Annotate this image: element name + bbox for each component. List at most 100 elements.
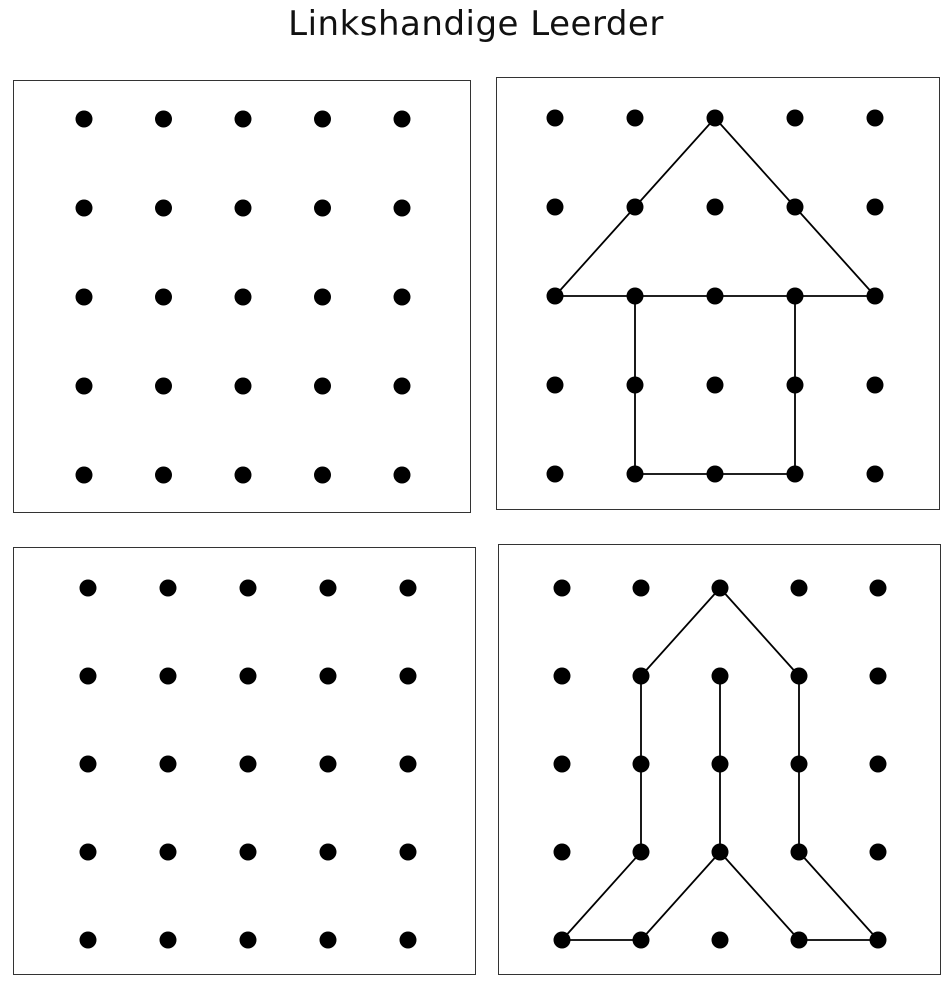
grid-dot <box>632 931 650 949</box>
grid-dot <box>393 377 411 395</box>
dot-grid-bottom-right <box>553 579 887 949</box>
grid-dot <box>632 843 650 861</box>
grid-dot <box>75 288 93 306</box>
grid-dot <box>234 466 252 484</box>
grid-dot <box>866 465 884 483</box>
grid-dot <box>75 110 93 128</box>
grid-dot <box>234 288 252 306</box>
grid-dot <box>155 377 172 395</box>
grid-dot <box>626 376 644 394</box>
shape-line <box>561 587 879 941</box>
grid-dot <box>319 931 337 949</box>
grid-dot <box>786 465 804 483</box>
grid-dot <box>79 843 97 861</box>
grid-dot <box>790 843 808 861</box>
grid-dot <box>319 667 337 685</box>
grid-dot <box>239 755 257 773</box>
grid-dot <box>75 466 93 484</box>
grid-dot <box>159 579 177 597</box>
grid-dot <box>786 287 804 305</box>
dot-grid-top-left <box>75 110 411 484</box>
grid-dot <box>866 109 884 127</box>
grid-dot <box>314 288 331 306</box>
grid-dot <box>706 198 724 216</box>
grid-dot <box>159 843 177 861</box>
grid-dot <box>546 287 564 305</box>
grid-dot <box>626 198 644 216</box>
page-title: Linkshandige Leerder <box>288 4 664 44</box>
dot-grid-blank-top <box>13 80 471 513</box>
grid-dot <box>239 667 257 685</box>
geoboard-example-house <box>496 77 940 510</box>
shape-line <box>640 851 800 941</box>
grid-dot <box>75 377 93 395</box>
grid-dot <box>546 465 564 483</box>
grid-dot <box>393 466 411 484</box>
grid-dot <box>790 755 808 773</box>
grid-dot <box>239 931 257 949</box>
grid-dot <box>632 755 650 773</box>
dot-grid-blank-bottom <box>13 547 476 975</box>
grid-dot <box>319 579 337 597</box>
grid-dot <box>314 377 331 395</box>
grid-dot <box>319 755 337 773</box>
grid-dot <box>314 110 331 128</box>
grid-dot <box>239 843 257 861</box>
grid-dot <box>399 931 417 949</box>
grid-dot <box>553 755 571 773</box>
grid-dot <box>869 843 887 861</box>
grid-dot <box>399 579 417 597</box>
grid-dot <box>869 579 887 597</box>
grid-dot <box>706 465 724 483</box>
grid-dot <box>866 376 884 394</box>
grid-dot <box>393 199 411 217</box>
grid-dot <box>155 288 172 306</box>
dot-grid-bottom-left <box>79 579 417 949</box>
grid-dot <box>234 199 252 217</box>
grid-dot <box>866 198 884 216</box>
grid-dot <box>159 755 177 773</box>
grid-dot <box>553 667 571 685</box>
grid-dot <box>155 466 172 484</box>
grid-dot <box>790 667 808 685</box>
grid-dot <box>626 109 644 127</box>
dot-grid-top-right <box>546 109 884 483</box>
grid-dot <box>319 843 337 861</box>
grid-dot <box>553 843 571 861</box>
grid-dot <box>546 109 564 127</box>
grid-dot <box>553 931 571 949</box>
grid-dot <box>546 376 564 394</box>
grid-dot <box>393 288 411 306</box>
grid-dot <box>786 376 804 394</box>
grid-dot <box>869 667 887 685</box>
grid-dot <box>790 931 808 949</box>
grid-dot <box>314 199 331 217</box>
geoboard-example-arrow <box>498 544 941 975</box>
grid-dot <box>79 667 97 685</box>
grid-dot <box>632 667 650 685</box>
grid-dot <box>632 579 650 597</box>
grid-dot <box>706 109 724 127</box>
grid-dot <box>155 110 172 128</box>
grid-dot <box>239 579 257 597</box>
grid-dot <box>159 931 177 949</box>
grid-dot <box>79 931 97 949</box>
grid-dot <box>706 376 724 394</box>
grid-dot <box>79 579 97 597</box>
grid-dot <box>155 199 172 217</box>
grid-dot <box>711 755 729 773</box>
grid-dot <box>869 755 887 773</box>
grid-dot <box>314 466 331 484</box>
grid-dot <box>711 931 729 949</box>
grid-dot <box>786 198 804 216</box>
grid-dot <box>706 287 724 305</box>
grid-dot <box>234 110 252 128</box>
grid-dot <box>786 109 804 127</box>
grid-dot <box>626 465 644 483</box>
grid-dot <box>393 110 411 128</box>
grid-dot <box>399 843 417 861</box>
grid-dot <box>711 843 729 861</box>
grid-dot <box>79 755 97 773</box>
grid-dot <box>869 931 887 949</box>
grid-dot <box>626 287 644 305</box>
